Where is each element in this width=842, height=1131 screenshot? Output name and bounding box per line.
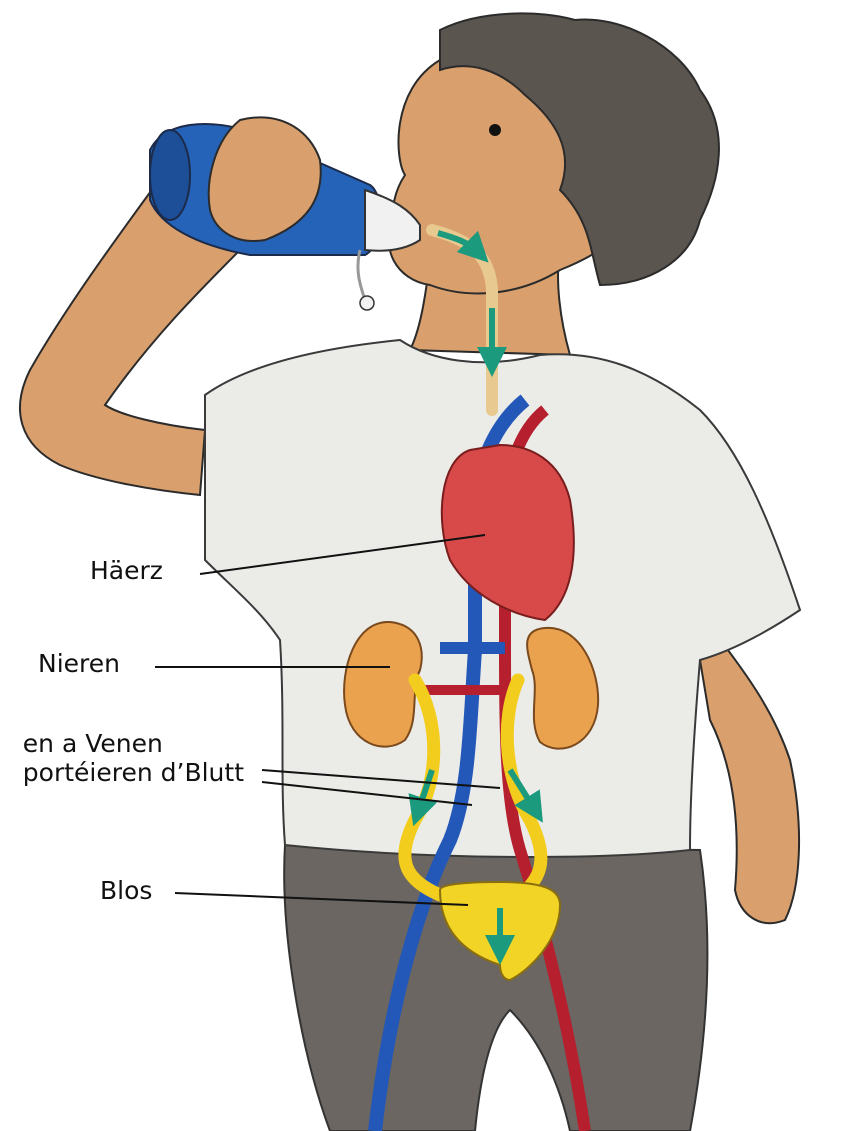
label-arterien: en a Venen portéieren d’Blutt: [23, 730, 244, 788]
label-blos: Blos: [100, 877, 152, 906]
eye: [489, 124, 501, 136]
label-arterien-line2: portéieren d’Blutt: [23, 759, 244, 788]
label-arterien-line1: en a Venen: [23, 730, 244, 759]
label-nieren: Nieren: [38, 650, 120, 679]
label-haerz: Häerz: [90, 557, 163, 586]
